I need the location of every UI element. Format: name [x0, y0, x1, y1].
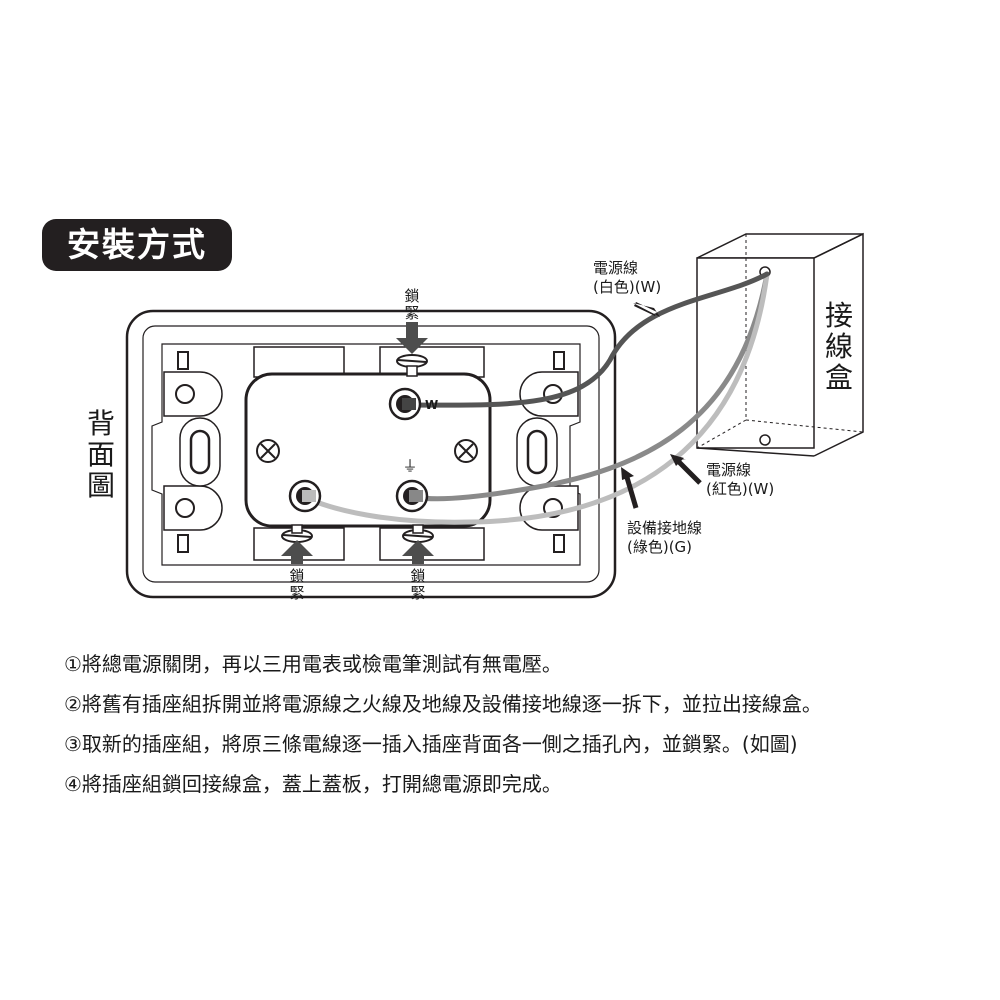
- mount-slot-br: [553, 534, 565, 553]
- wire-pointer-arrows: [621, 302, 702, 509]
- wire-red-color: (紅色)(W): [706, 480, 775, 498]
- wire-red: [412, 271, 770, 502]
- side-screw-right: [454, 439, 478, 463]
- mount-slot-tl: [177, 351, 189, 370]
- wire-ground-color: (綠色)(G): [627, 538, 693, 556]
- step-2: ②將舊有插座組拆開並將電源線之火線及地線及設備接地線逐一拆下，並拉出接線盒。: [64, 692, 822, 716]
- wire-white-label: 電源線 (白色)(W): [593, 259, 661, 297]
- mount-slot-bl: [177, 534, 189, 553]
- outlet-body: [244, 372, 492, 528]
- section-title: 安裝方式: [42, 219, 232, 271]
- wire-red-name: 電源線: [706, 461, 752, 479]
- plate-inner-frame: [151, 343, 581, 566]
- wire-white: [402, 271, 770, 408]
- instruction-steps: ①將總電源關閉，再以三用電表或檢電筆測試有無電壓。 ②將舊有插座組拆開並將電源線…: [64, 644, 994, 804]
- back-view-label: 背面圖: [86, 407, 115, 502]
- bottom-lock-arrow-left: [281, 540, 313, 564]
- terminal-w: [388, 387, 422, 421]
- wire-white-color: (白色)(W): [593, 278, 662, 296]
- left-mount-ears: [163, 371, 223, 531]
- lock-label-bottom-right: 鎖緊: [410, 567, 426, 602]
- top-lock-screw: [396, 354, 428, 377]
- wire-ground-label: 設備接地線 (綠色)(G): [627, 519, 702, 557]
- ground-symbol: ⏚: [402, 457, 417, 475]
- terminal-ground: [288, 479, 322, 513]
- terminal-live: [395, 479, 429, 513]
- side-screw-left: [256, 439, 280, 463]
- wire-ground: [300, 271, 770, 525]
- top-lock-arrow: [396, 322, 428, 354]
- lock-label-bottom-left: 鎖緊: [289, 567, 305, 602]
- step-4: ④將插座組鎖回接線盒，蓋上蓋板，打開總電源即完成。: [64, 772, 562, 796]
- bottom-lock-screw-left: [281, 524, 313, 543]
- wire-red-label: 電源線 (紅色)(W): [706, 461, 774, 499]
- terminal-w-label: W: [425, 398, 438, 412]
- step-3: ③取新的插座組，將原三條電線逐一插入插座背面各一側之插孔內，並鎖緊。(如圖): [64, 732, 798, 756]
- mount-slot-tr: [553, 351, 565, 370]
- wire-white-name: 電源線: [593, 259, 639, 277]
- lock-label-top: 鎖緊: [404, 287, 420, 322]
- junction-box-label: 接線盒: [824, 299, 853, 394]
- step-1: ①將總電源關閉，再以三用電表或檢電筆測試有無電壓。: [64, 652, 562, 676]
- wire-ground-name: 設備接地線: [627, 519, 703, 537]
- bottom-lock-arrow-right: [402, 540, 434, 564]
